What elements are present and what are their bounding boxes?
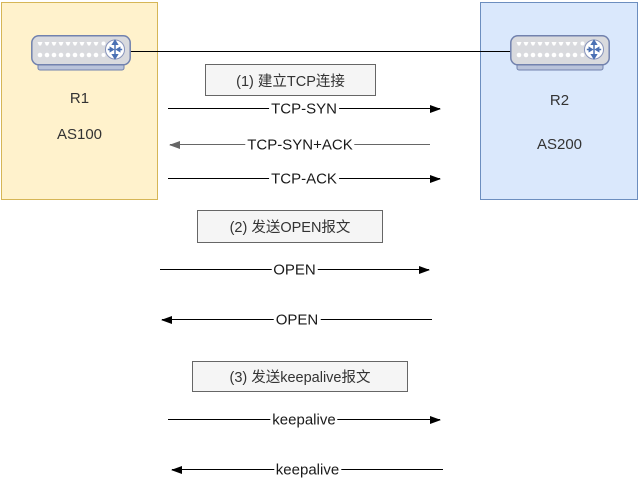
message-tcp-ack: TCP-ACK — [168, 170, 441, 188]
arrow-right-icon — [430, 104, 441, 113]
message-open-to-r2: OPEN — [160, 261, 430, 279]
router-icon — [31, 35, 131, 72]
as100-region-box — [1, 2, 158, 200]
step-box-establish-tcp: (1) 建立TCP连接 — [205, 64, 376, 96]
step-label: (2) 发送OPEN报文 — [229, 220, 351, 236]
router-link-line — [130, 51, 512, 52]
arrow-right-icon — [430, 415, 441, 424]
message-tcp-syn: TCP-SYN — [168, 100, 441, 118]
arrow-right-icon — [430, 174, 441, 183]
message-keepalive-to-r2: keepalive — [168, 411, 441, 429]
as-number-right: AS200 — [536, 136, 583, 153]
arrow-left-icon — [161, 315, 172, 324]
router-name-r2: R2 — [549, 92, 570, 109]
step-label: (1) 建立TCP连接 — [236, 73, 345, 90]
as-number-left: AS100 — [56, 126, 103, 143]
step-label: (3) 发送keepalive报文 — [229, 370, 371, 386]
message-keepalive-to-r1: keepalive — [171, 461, 443, 479]
as200-region-box — [480, 2, 638, 200]
message-open-to-r1: OPEN — [161, 311, 432, 329]
router-name-r1: R1 — [69, 90, 90, 107]
arrow-left-icon — [171, 465, 182, 474]
arrow-right-icon — [419, 265, 430, 274]
step-box-send-keepalive: (3) 发送keepalive报文 — [192, 361, 408, 392]
arrow-left-icon — [169, 140, 180, 149]
router-icon — [510, 35, 610, 72]
step-box-send-open: (2) 发送OPEN报文 — [197, 210, 383, 243]
message-tcp-syn-ack: TCP-SYN+ACK — [169, 136, 430, 154]
